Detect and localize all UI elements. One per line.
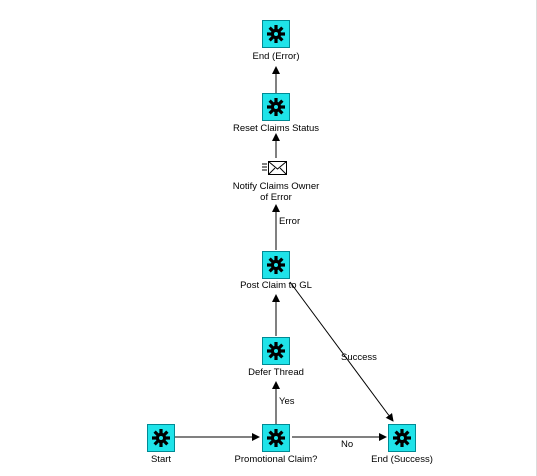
gear-icon bbox=[393, 429, 411, 447]
node-reset-claims-status[interactable] bbox=[262, 93, 290, 121]
gear-icon bbox=[267, 256, 285, 274]
node-start[interactable] bbox=[147, 424, 175, 452]
edge-label-error: Error bbox=[279, 216, 301, 227]
node-defer-thread-label: Defer Thread bbox=[248, 367, 304, 378]
edge-label-yes: Yes bbox=[279, 396, 295, 407]
edge-label-success: Success bbox=[341, 352, 377, 363]
node-post-claim-to-gl[interactable] bbox=[262, 251, 290, 279]
node-defer-thread[interactable] bbox=[262, 337, 290, 365]
node-end-success[interactable] bbox=[388, 424, 416, 452]
edge-post-to-end-success[interactable] bbox=[289, 281, 394, 422]
node-start-label: Start bbox=[150, 454, 172, 465]
gear-icon bbox=[267, 25, 285, 43]
node-notify-claims-owner[interactable] bbox=[262, 158, 290, 178]
edge-label-no: No bbox=[341, 439, 354, 450]
gear-icon bbox=[152, 429, 170, 447]
node-end-error-label: End (Error) bbox=[252, 51, 300, 62]
node-end-error[interactable] bbox=[262, 20, 290, 48]
node-end-success-label: End (Success) bbox=[371, 454, 433, 465]
node-notify-label-line2: of Error bbox=[260, 192, 292, 203]
node-notify-label-line1: Notify Claims Owner bbox=[232, 181, 320, 192]
node-promotional-claim-label: Promotional Claim? bbox=[234, 454, 318, 465]
node-promotional-claim[interactable] bbox=[262, 424, 290, 452]
gear-icon bbox=[267, 342, 285, 360]
node-post-claim-to-gl-label: Post Claim to GL bbox=[240, 280, 312, 291]
gear-icon bbox=[267, 429, 285, 447]
gear-icon bbox=[267, 98, 285, 116]
envelope-icon bbox=[262, 161, 287, 175]
node-reset-claims-status-label: Reset Claims Status bbox=[232, 123, 320, 134]
